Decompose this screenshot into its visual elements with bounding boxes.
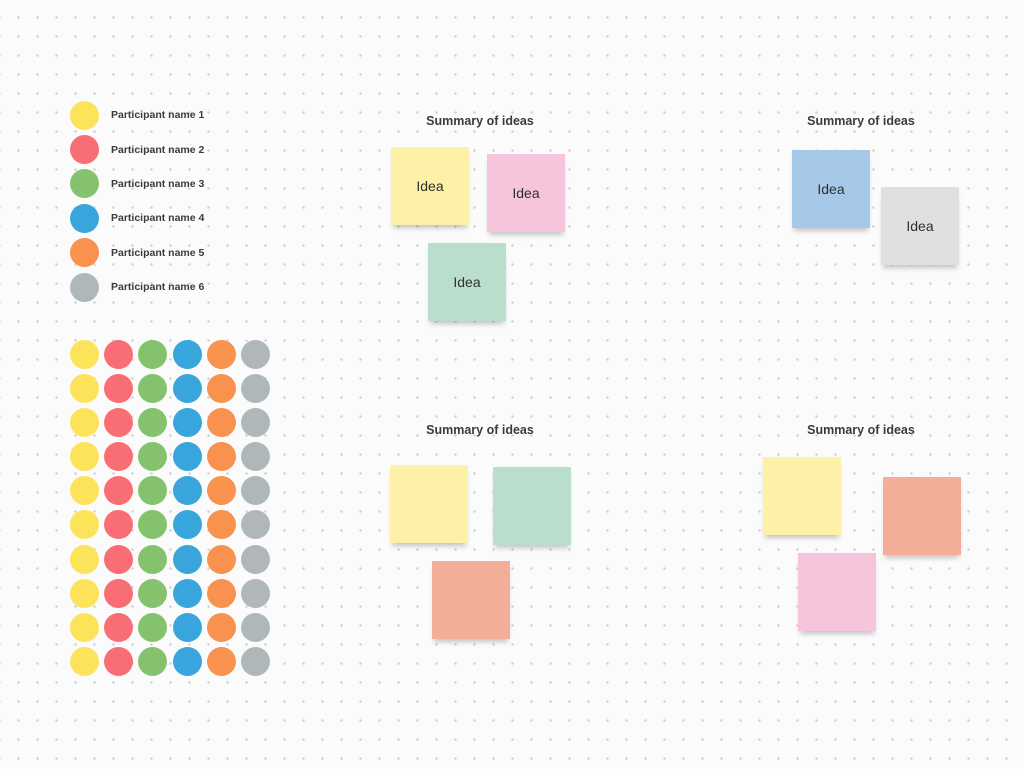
voting-dot[interactable] <box>172 544 202 574</box>
voting-dot[interactable] <box>70 578 99 608</box>
voting-dot[interactable] <box>138 544 168 574</box>
voting-dot[interactable] <box>206 476 236 506</box>
voting-dot[interactable] <box>206 510 236 540</box>
voting-dot[interactable] <box>138 374 168 404</box>
participant-name[interactable]: Participant name 1 <box>111 109 205 122</box>
participant-color-dot <box>70 135 99 165</box>
sticky-note[interactable] <box>798 553 876 631</box>
voting-dot[interactable] <box>104 612 134 642</box>
participant-name[interactable]: Participant name 5 <box>111 246 205 259</box>
voting-dot[interactable] <box>172 612 202 642</box>
voting-dot[interactable] <box>240 544 270 574</box>
voting-dot[interactable] <box>240 408 270 438</box>
voting-dot[interactable] <box>240 646 270 676</box>
voting-dot[interactable] <box>70 340 99 369</box>
voting-dot[interactable] <box>240 612 270 642</box>
voting-dot[interactable] <box>70 612 99 642</box>
voting-dot[interactable] <box>138 612 168 642</box>
sticky-note[interactable] <box>883 477 961 555</box>
voting-dot[interactable] <box>206 578 236 608</box>
participant-color-dot <box>70 203 99 233</box>
voting-dot[interactable] <box>104 374 134 404</box>
section-title: Summary of ideas <box>807 114 915 128</box>
legend-item: Participant name 4 <box>70 201 204 235</box>
voting-dot[interactable] <box>206 646 236 676</box>
sticky-note[interactable]: Idea <box>881 187 959 265</box>
voting-dot[interactable] <box>70 646 99 676</box>
voting-dot[interactable] <box>138 476 168 506</box>
voting-dot[interactable] <box>138 442 168 472</box>
voting-dot[interactable] <box>104 510 134 540</box>
voting-dot[interactable] <box>138 510 168 540</box>
voting-dot[interactable] <box>240 476 270 506</box>
sticky-note[interactable]: Idea <box>428 243 506 321</box>
sticky-note[interactable] <box>390 465 468 543</box>
voting-dot[interactable] <box>206 442 236 472</box>
voting-dot[interactable] <box>172 340 202 369</box>
voting-dot[interactable] <box>138 408 168 438</box>
legend-item: Participant name 6 <box>70 270 204 304</box>
voting-dot[interactable] <box>104 646 134 676</box>
voting-dot[interactable] <box>104 442 134 472</box>
voting-dot[interactable] <box>70 544 99 574</box>
voting-dot[interactable] <box>206 374 236 404</box>
legend-item: Participant name 5 <box>70 236 204 270</box>
voting-dot[interactable] <box>240 340 270 369</box>
participant-name[interactable]: Participant name 4 <box>111 212 205 225</box>
voting-dot[interactable] <box>240 442 270 472</box>
section-title: Summary of ideas <box>807 423 915 437</box>
sticky-note[interactable]: Idea <box>487 154 565 232</box>
section-title: Summary of ideas <box>426 423 534 437</box>
voting-dot[interactable] <box>172 510 202 540</box>
voting-dot[interactable] <box>206 408 236 438</box>
voting-dot[interactable] <box>240 374 270 404</box>
legend-item: Participant name 1 <box>70 98 204 132</box>
voting-dot[interactable] <box>104 544 134 574</box>
voting-dot[interactable] <box>70 442 99 472</box>
voting-dot[interactable] <box>138 578 168 608</box>
voting-dot[interactable] <box>172 442 202 472</box>
voting-dot[interactable] <box>70 408 99 438</box>
voting-dot[interactable] <box>172 578 202 608</box>
participant-color-dot <box>70 169 99 199</box>
participant-name[interactable]: Participant name 6 <box>111 281 205 294</box>
voting-dot[interactable] <box>70 374 99 404</box>
section-title: Summary of ideas <box>426 114 534 128</box>
sticky-note[interactable]: Idea <box>391 147 469 225</box>
legend-item: Participant name 2 <box>70 132 204 166</box>
voting-dot[interactable] <box>172 476 202 506</box>
sticky-note[interactable]: Idea <box>792 150 870 228</box>
voting-dot[interactable] <box>104 340 134 369</box>
sticky-note[interactable] <box>432 561 510 639</box>
voting-dot[interactable] <box>172 374 202 404</box>
voting-dot[interactable] <box>240 578 270 608</box>
voting-dots-grid <box>70 340 270 676</box>
voting-dot[interactable] <box>70 510 99 540</box>
voting-dot[interactable] <box>70 476 99 506</box>
participant-name[interactable]: Participant name 2 <box>111 143 205 156</box>
legend-item: Participant name 3 <box>70 167 204 201</box>
voting-dot[interactable] <box>206 612 236 642</box>
voting-dot[interactable] <box>138 340 168 369</box>
participant-name[interactable]: Participant name 3 <box>111 177 205 190</box>
sticky-note[interactable] <box>763 457 841 535</box>
sticky-note[interactable] <box>493 467 571 545</box>
voting-dot[interactable] <box>206 340 236 369</box>
voting-dot[interactable] <box>104 408 134 438</box>
voting-dot[interactable] <box>172 646 202 676</box>
voting-dot[interactable] <box>206 544 236 574</box>
voting-dot[interactable] <box>172 408 202 438</box>
participant-color-dot <box>70 238 99 268</box>
participant-color-dot <box>70 272 99 302</box>
voting-dot[interactable] <box>104 578 134 608</box>
participant-color-dot <box>70 100 99 130</box>
voting-dot[interactable] <box>138 646 168 676</box>
voting-dot[interactable] <box>104 476 134 506</box>
participant-legend: Participant name 1 Participant name 2 Pa… <box>70 98 204 304</box>
voting-dot[interactable] <box>240 510 270 540</box>
